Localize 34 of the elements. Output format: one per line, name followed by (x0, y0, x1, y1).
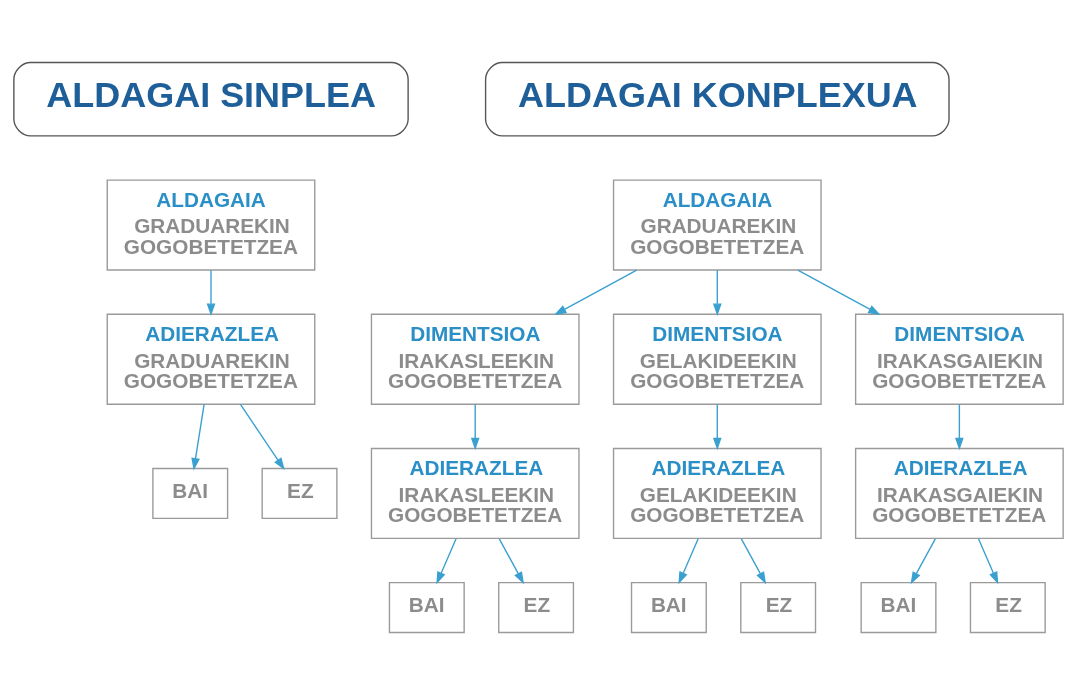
node-box: ALDAGAI KONPLEXUA (484, 61, 950, 137)
node-box: ADIERAZLEA GRADUAREKIN GOGOBETETZEA (106, 313, 316, 405)
node-box: EZ (969, 581, 1046, 633)
node-box: BAI (388, 581, 465, 633)
node-box: EZ (498, 581, 575, 633)
arrow (206, 269, 216, 316)
node-box: BAI (860, 581, 937, 633)
node-box: BAI (152, 467, 229, 519)
node-box: EZ (261, 467, 338, 519)
arrow (910, 537, 936, 584)
arrow (797, 269, 881, 315)
node-box: ADIERAZLEA GELAKIDEEKIN GOGOBETETZEA (612, 447, 822, 539)
arrow (977, 537, 999, 584)
node-box: ALDAGAI SINPLEA (13, 61, 409, 137)
node-box: ALDAGAIA GRADUAREKIN GOGOBETETZEA (106, 178, 316, 271)
node-box: DIMENTSIOA IRAKASLEEKIN GOGOBETETZEA (370, 313, 580, 405)
arrow (498, 537, 525, 584)
arrow (239, 403, 285, 470)
arrow (740, 537, 767, 584)
node-box: DIMENTSIOA IRAKASGAIEKIN GOGOBETETZEA (854, 313, 1064, 405)
node-box: BAI (630, 581, 707, 633)
arrow (955, 403, 964, 450)
node-box: ADIERAZLEA IRAKASLEEKIN GOGOBETETZEA (370, 447, 580, 539)
arrow (191, 403, 205, 470)
arrow (436, 537, 457, 584)
arrow (470, 403, 480, 450)
arrow (712, 269, 722, 316)
arrow (712, 403, 722, 450)
arrow (678, 537, 699, 584)
node-box: ADIERAZLEA IRAKASGAIEKIN GOGOBETETZEA (854, 447, 1064, 539)
node-box: DIMENTSIOA GELAKIDEEKIN GOGOBETETZEA (612, 313, 822, 405)
node-box: ALDAGAIA GRADUAREKIN GOGOBETETZEA (612, 178, 822, 271)
node-box: EZ (740, 581, 817, 633)
arrow (554, 269, 638, 315)
